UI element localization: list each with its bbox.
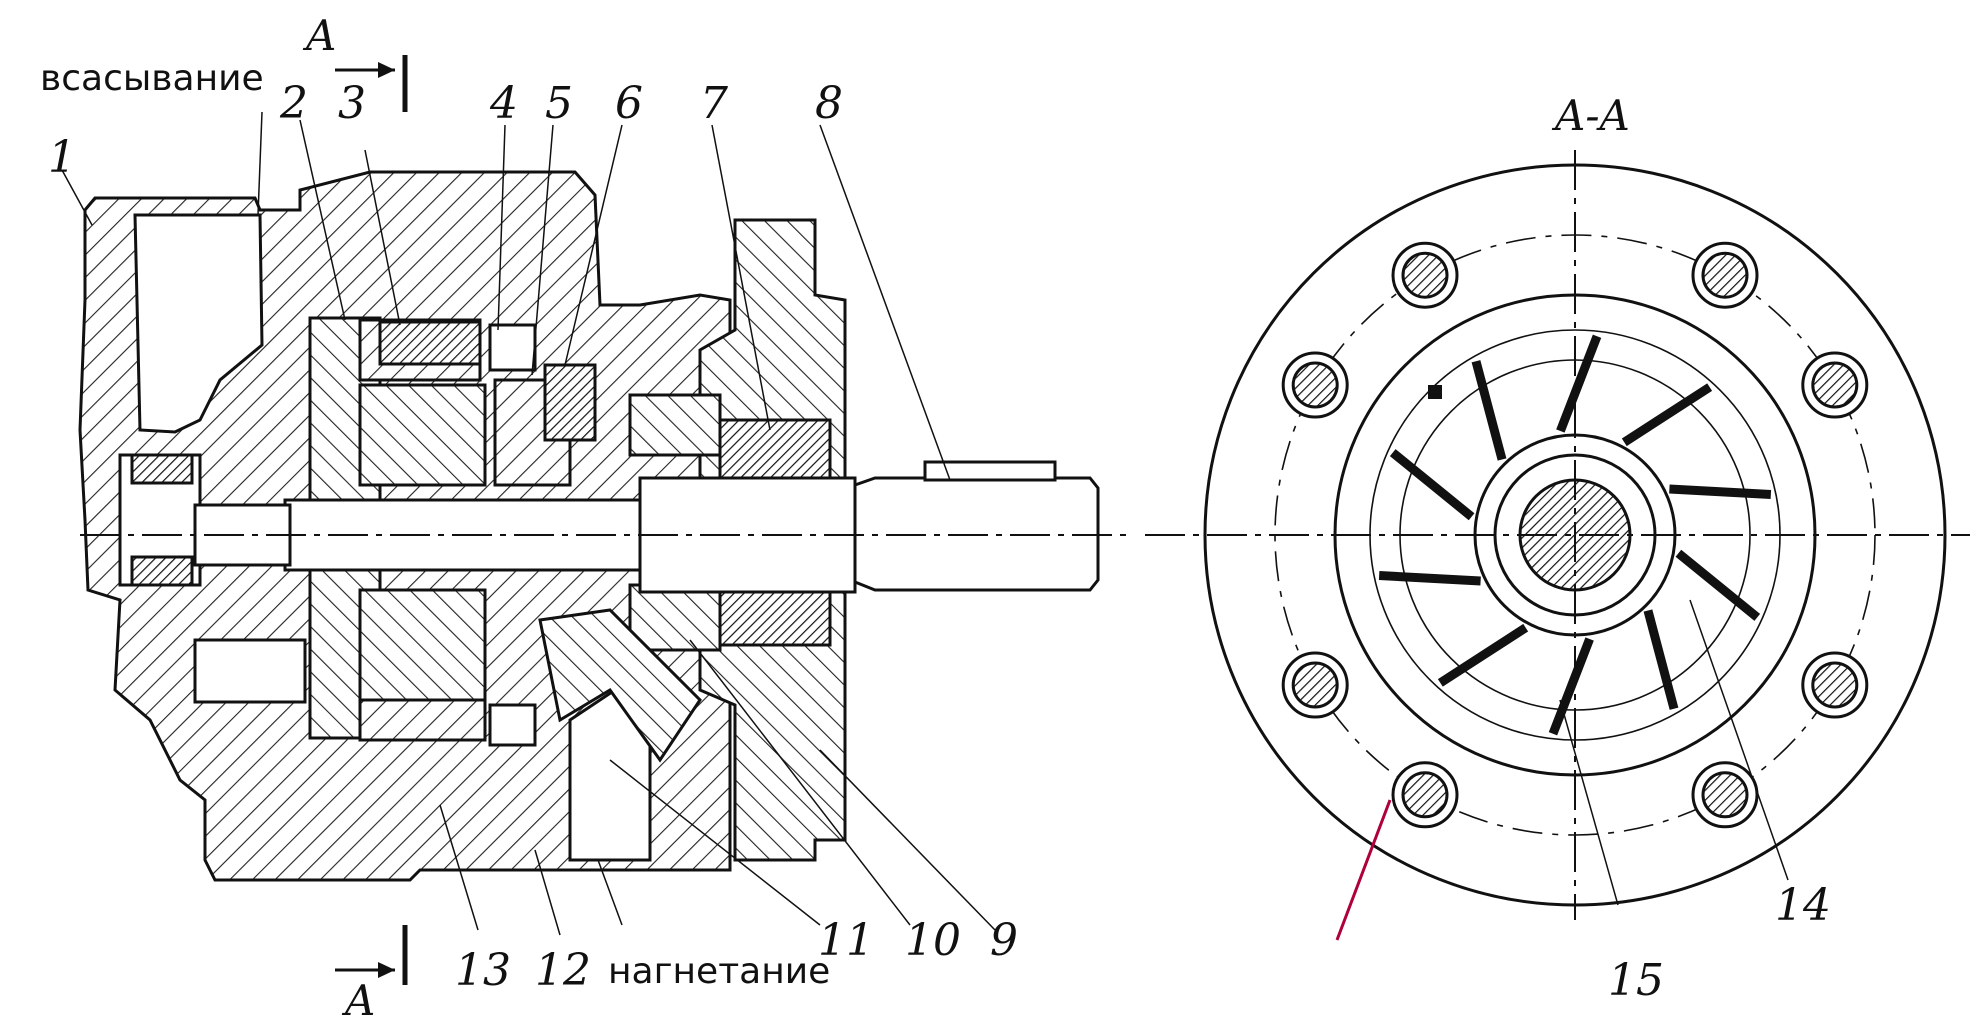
- section-mark-bottom: [335, 925, 408, 985]
- rotor-vane: [1389, 449, 1475, 521]
- gear-ring-lower: [358, 698, 487, 742]
- leader-15: [1559, 699, 1619, 906]
- suction-port: [133, 213, 264, 434]
- part-number-8: 8: [815, 78, 843, 129]
- discharge-label: нагнетание: [608, 951, 830, 992]
- bolt: [1691, 241, 1759, 309]
- bolt: [1281, 651, 1349, 719]
- shaft-key: [923, 460, 1057, 482]
- part-4-block: [488, 323, 537, 372]
- wedge-part-12: [538, 608, 702, 763]
- part-number-3: 3: [338, 78, 366, 129]
- rotor-vane: [1675, 549, 1761, 621]
- section-letter-bottom: A: [341, 976, 375, 1019]
- bolt: [1281, 351, 1349, 419]
- part-number-13: 13: [455, 945, 511, 996]
- part-number-11: 11: [818, 915, 874, 966]
- rotor-vane: [1621, 383, 1713, 447]
- part-number-15: 15: [1608, 955, 1664, 1006]
- rotor-vane: [1643, 609, 1679, 710]
- spring-part-6: [543, 363, 597, 442]
- bolt: [1691, 761, 1759, 829]
- rotor-vane: [1556, 334, 1602, 433]
- marker-square: [1428, 385, 1442, 399]
- part-number-4: 4: [489, 78, 518, 129]
- rotor-vane: [1471, 360, 1507, 461]
- part-number-12: 12: [535, 945, 591, 996]
- discharge-port: [568, 688, 652, 862]
- leader-14: [1689, 599, 1789, 881]
- section-mark-top: [335, 55, 408, 112]
- bushing-upper: [628, 393, 722, 457]
- gear-teeth-upper: [378, 320, 482, 366]
- bolt: [1391, 241, 1459, 309]
- part-number-1: 1: [48, 132, 76, 183]
- bolts: [1281, 241, 1869, 829]
- part-number-5: 5: [545, 78, 573, 129]
- part-number-10: 10: [905, 915, 961, 966]
- leader-red: [1335, 799, 1392, 941]
- part-number-14: 14: [1775, 880, 1831, 931]
- section-title: A-A: [1551, 91, 1630, 140]
- left-bearing-top: [130, 453, 194, 485]
- part-4-block-lower: [488, 703, 537, 747]
- seal-lower: [718, 583, 832, 647]
- bolt: [1801, 351, 1869, 419]
- rotor-vane: [1669, 484, 1772, 500]
- cross-section-a-a: A-A 14 15: [1145, 91, 1970, 1006]
- rotor-lower: [358, 588, 487, 702]
- leader-lines-left: [61, 111, 996, 936]
- lower-channel: [193, 638, 307, 704]
- bolt: [1801, 651, 1869, 719]
- left-bearing-bottom: [130, 555, 194, 587]
- part-number-7: 7: [700, 78, 728, 129]
- rotor-upper: [358, 383, 487, 487]
- seal-upper-part-7: [718, 418, 832, 482]
- rotor-vane: [1548, 637, 1594, 736]
- part-number-9: 9: [990, 915, 1018, 966]
- bushing-lower-part-10: [628, 583, 722, 652]
- part-number-2: 2: [279, 78, 308, 129]
- rotor-vanes: [1378, 334, 1772, 736]
- rotor-vane: [1437, 623, 1529, 687]
- longitudinal-section: 1 2 3 4 5 6 7 8 9 10 11 12 13 всасывание…: [40, 11, 1130, 1019]
- bolt: [1391, 761, 1459, 829]
- rotor-vane: [1378, 570, 1481, 586]
- section-letter-top: A: [302, 11, 336, 60]
- part-number-6: 6: [615, 78, 643, 129]
- suction-label: всасывание: [40, 58, 264, 99]
